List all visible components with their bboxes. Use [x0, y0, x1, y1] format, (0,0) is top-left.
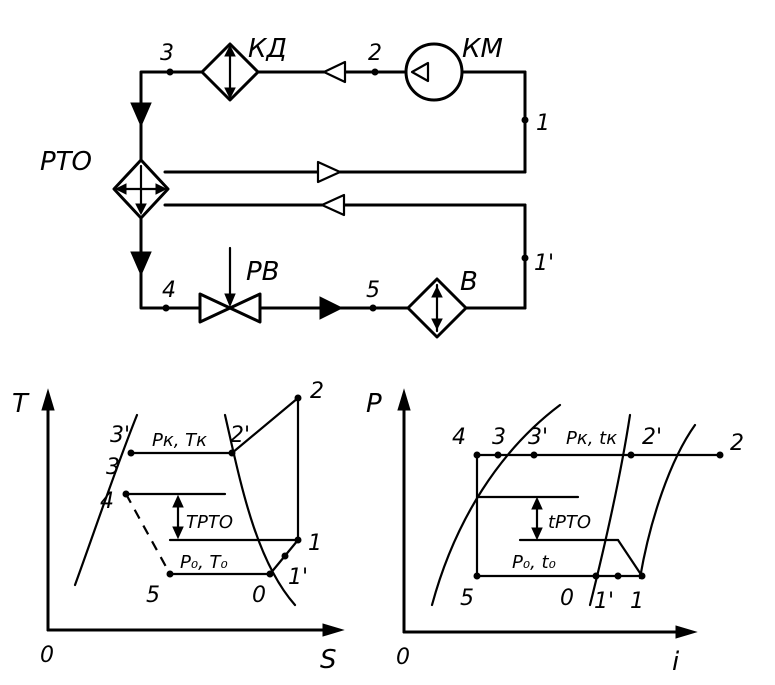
point-dot-3 [166, 68, 174, 76]
pi-dot-1prime [614, 572, 622, 580]
ts-axis-x-arrow [322, 623, 345, 637]
pi-dot-4 [473, 451, 481, 459]
point-dot-4 [162, 304, 170, 312]
pi-dot-3prime [530, 451, 538, 459]
pi-dot-3 [494, 451, 502, 459]
pi-diagram: P i 0 4 3 3' Pк, tк 2' 2 tРТО P₀, t₀ 5 0… [366, 388, 744, 677]
compressor-label: КМ [462, 34, 503, 64]
pi-vapor-line [588, 413, 632, 607]
ts-dot-2 [294, 394, 302, 402]
pi-delta-arrow-head-down [531, 527, 543, 541]
pi-dot-0 [592, 572, 600, 580]
pi-condensing-label: Pк, tк [566, 428, 617, 449]
pipe-bottom-left [139, 213, 202, 310]
flow-arrow-suction [316, 160, 342, 184]
ts-dot-5 [166, 570, 174, 578]
flow-arrow-down-upper [130, 102, 152, 128]
point-dot-5 [369, 304, 377, 312]
pi-rto-diag [616, 538, 644, 578]
expansion-valve-symbol [198, 246, 262, 324]
pi-axis-y-arrow [397, 388, 411, 411]
ts-dot-0 [266, 570, 274, 578]
ts-dot-3prime [127, 449, 135, 457]
pi-label-1: 1 [630, 589, 644, 614]
ts-condensing-label: Pк, Tк [152, 430, 207, 451]
ts-delta-arrow-head-up [172, 494, 184, 508]
ts-label-0: 0 [252, 583, 266, 608]
schematic-label-1: 1 [536, 111, 550, 136]
rto-label: РТО [40, 147, 92, 177]
cycle-schematic: 3 КД 2 КМ 1 РТО 1' РВ 4 5 В [40, 34, 554, 339]
pi-label-0: 0 [560, 586, 574, 611]
schematic-label-2: 2 [368, 41, 382, 66]
point-dot-1 [521, 116, 529, 124]
pi-label-4: 4 [452, 425, 466, 450]
pi-origin-label: 0 [396, 645, 410, 670]
pi-label-2: 2 [730, 431, 744, 456]
point-dot-2 [371, 68, 379, 76]
pi-isentrope [638, 423, 697, 580]
pipe-top-left [139, 70, 407, 167]
evaporator-label: В [460, 267, 478, 297]
pi-evaporating-label: P₀, t₀ [512, 552, 556, 573]
flow-arrow-top [322, 60, 347, 84]
ts-throttling-line [125, 493, 171, 575]
point-dot-1prime [521, 254, 529, 262]
ts-delta-label: TРТО [186, 512, 233, 533]
schematic-label-5: 5 [366, 278, 380, 303]
flow-arrow-down-lower [130, 251, 152, 277]
pi-axis-y-label: P [366, 389, 382, 419]
pi-dot-2prime [627, 451, 635, 459]
pi-liquid-line [430, 403, 562, 607]
pi-dot-2 [716, 451, 724, 459]
flow-arrow-bottom [319, 296, 344, 320]
pi-delta-arrow-head-up [531, 496, 543, 510]
ts-vapor-line [223, 413, 297, 607]
pi-axis-x-arrow [675, 625, 698, 639]
ts-delta-arrow-head-down [172, 526, 184, 540]
ts-dot-1prime [281, 552, 289, 560]
pi-label-2prime: 2' [642, 425, 662, 450]
ts-evaporating-label: P₀, T₀ [180, 552, 228, 573]
ts-axis-y-label: T [12, 389, 30, 419]
pi-label-3: 3 [492, 425, 506, 450]
condenser-label: КД [248, 34, 287, 64]
ts-dot-1 [294, 536, 302, 544]
pi-dot-5 [473, 572, 481, 580]
condenser-symbol [200, 42, 260, 102]
ts-dot-2prime [228, 449, 236, 457]
ts-label-5: 5 [146, 583, 160, 608]
pi-label-1prime: 1' [594, 589, 614, 614]
ts-origin-label: 0 [40, 643, 54, 668]
evaporator-symbol [406, 277, 468, 339]
ts-label-4: 4 [100, 489, 114, 514]
flow-arrow-return [320, 193, 346, 217]
schematic-label-3: 3 [160, 41, 174, 66]
ts-label-3prime: 3' [110, 423, 130, 448]
schematic-label-1prime: 1' [534, 251, 554, 276]
pi-axis-x-label: i [672, 647, 680, 677]
pi-label-5: 5 [460, 586, 474, 611]
ts-label-1prime: 1' [288, 565, 308, 590]
ts-dot-4 [122, 490, 130, 498]
ts-label-3: 3 [106, 455, 120, 480]
ts-diagram: T S 0 2 2' 3' 3 4 1 1' 5 0 Pк, Tк TРТО P… [12, 379, 345, 675]
ts-superheat-line [230, 396, 300, 455]
pi-delta-label: tРТО [548, 512, 591, 533]
rto-symbol [112, 158, 170, 220]
schematic-label-4: 4 [162, 278, 176, 303]
pi-dot-1 [638, 572, 646, 580]
ts-liquid-line [73, 413, 139, 587]
expansion-valve-label: РВ [246, 257, 280, 287]
ts-axis-x-label: S [320, 645, 337, 675]
ts-label-2prime: 2' [230, 423, 250, 448]
compressor-symbol [404, 42, 464, 102]
ts-label-2: 2 [310, 379, 324, 404]
ts-axis-y-arrow [41, 388, 55, 411]
pi-label-3prime: 3' [528, 425, 548, 450]
ts-label-1: 1 [308, 531, 322, 556]
